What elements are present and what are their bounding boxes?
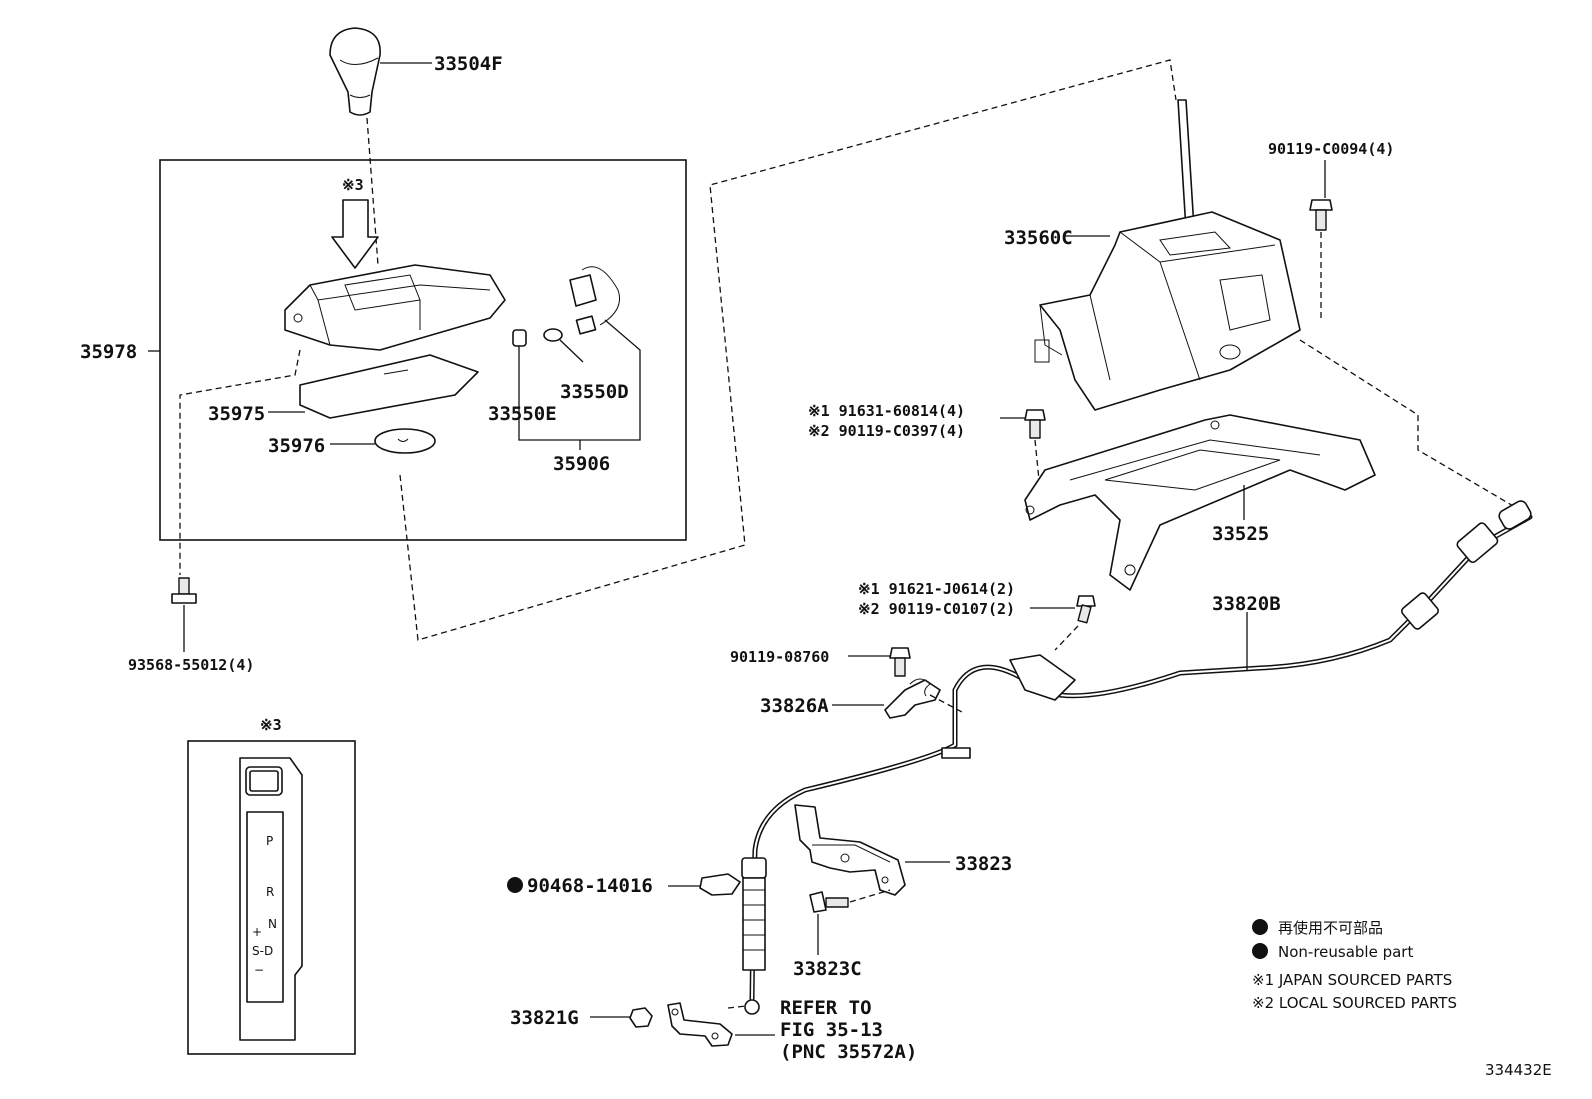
label-screw-left: 93568-55012(4) — [128, 656, 254, 674]
inset-marker: ※3 — [260, 716, 282, 734]
legend-dot-en-icon — [1252, 943, 1268, 959]
box-marker: ※3 — [342, 176, 364, 194]
label-bolt-mid-2: ※2 90119-C0397(4) — [808, 422, 965, 440]
label-bezel: 35975 — [208, 403, 265, 425]
retainer-part — [699, 873, 741, 896]
label-bolt-mid-1: ※1 91631-60814(4) — [808, 402, 965, 420]
label-lever-assy: 33560C — [1004, 227, 1073, 249]
shift-lever-assy — [1034, 99, 1301, 411]
label-bracket: 33823 — [955, 853, 1012, 875]
base-bracket — [1024, 414, 1376, 591]
legend: 再使用不可部品 Non-reusable part ※1 JAPAN SOURC… — [1252, 919, 1457, 1012]
non-reusable-dot-icon — [507, 877, 523, 893]
indicator-r: R — [266, 885, 274, 899]
legend-reuse-jp: 再使用不可部品 — [1278, 919, 1383, 937]
legend-reuse-en: Non-reusable part — [1278, 943, 1413, 961]
control-cable — [741, 500, 1533, 1015]
label-retainer: 90468-14016 — [527, 875, 653, 897]
label-bracket-base: 33525 — [1212, 523, 1269, 545]
legend-note-1: ※1 JAPAN SOURCED PARTS — [1252, 971, 1452, 989]
label-bolt-top: 90119-C0094(4) — [1268, 140, 1394, 158]
inset-box — [187, 740, 356, 1055]
bolt-cable — [1076, 595, 1096, 624]
label-housing-assy: 35978 — [80, 341, 137, 363]
indicator-n: N — [268, 917, 277, 931]
legend-dot-jp-icon — [1252, 919, 1268, 935]
label-clip: 33826A — [760, 695, 829, 717]
indicator-sd: S-D — [252, 944, 273, 958]
label-bulb-socket: 33550D — [560, 381, 629, 403]
bolt-clip — [889, 647, 911, 677]
label-bolt-cable-2: ※2 90119-C0107(2) — [858, 600, 1015, 618]
label-bulb: 33550E — [488, 403, 557, 425]
housing-box — [159, 159, 687, 541]
refer-line-3: (PNC 35572A) — [780, 1041, 917, 1063]
indicator-plus: + — [252, 925, 262, 939]
nut-part — [629, 1007, 653, 1028]
bolt-top — [1309, 199, 1333, 231]
indicator-p: P — [266, 834, 273, 848]
label-plate: 35976 — [268, 435, 325, 457]
refer-line-1: REFER TO — [780, 997, 872, 1019]
shift-position-housing — [284, 264, 506, 351]
label-bolt-bracket: 33823C — [793, 958, 862, 980]
label-wire: 35906 — [553, 453, 610, 475]
legend-note-2: ※2 LOCAL SOURCED PARTS — [1252, 994, 1457, 1012]
bolt-bracket — [809, 891, 849, 913]
figure-id: 334432E — [1485, 1061, 1552, 1079]
indicator-minus: − — [254, 963, 264, 977]
refer-line-2: FIG 35-13 — [780, 1019, 883, 1041]
cable-clip — [884, 678, 941, 719]
label-cable: 33820B — [1212, 593, 1281, 615]
label-knob: 33504F — [434, 53, 503, 75]
screw-left — [171, 577, 197, 604]
transmission-lever — [667, 1002, 733, 1047]
bulb-socket-assy — [512, 266, 620, 347]
shift-knob — [329, 27, 381, 116]
down-arrow-icon — [331, 199, 379, 269]
label-bolt-cable-1: ※1 91621-J0614(2) — [858, 580, 1015, 598]
shift-indicator-panel — [239, 757, 303, 1041]
cable-bracket — [794, 804, 906, 896]
bezel-part — [299, 354, 479, 419]
label-nut: 33821G — [510, 1007, 579, 1029]
label-bolt-clip: 90119-08760 — [730, 648, 829, 666]
bolt-mid — [1024, 409, 1046, 439]
